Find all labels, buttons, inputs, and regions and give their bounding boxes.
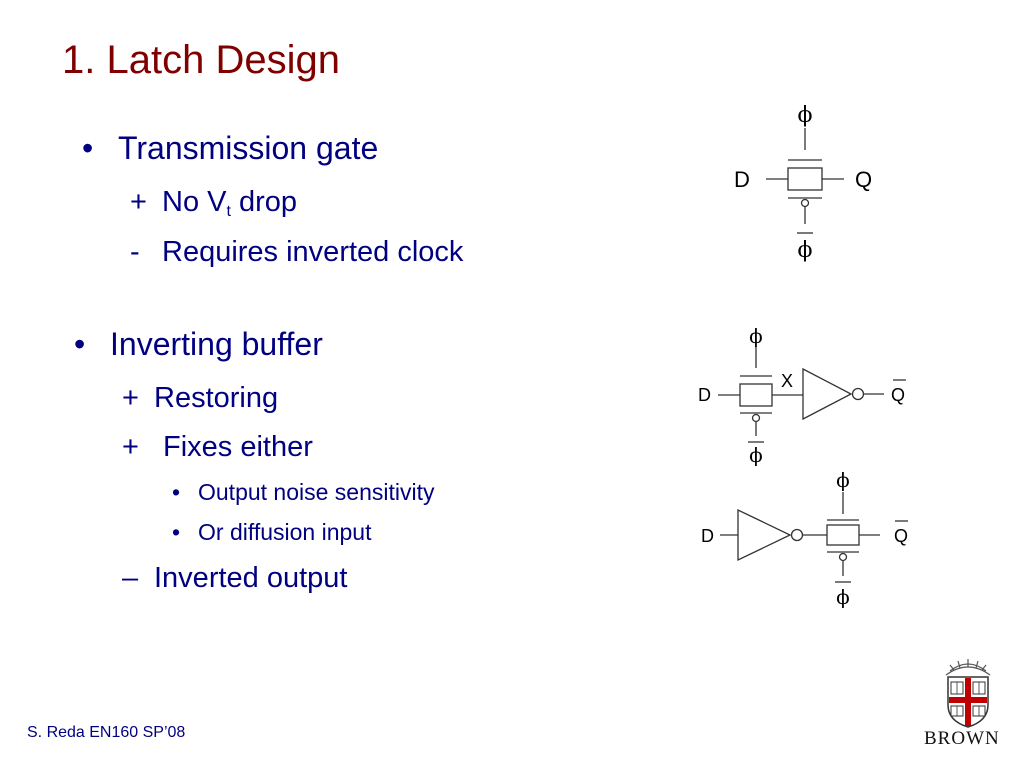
subbullet-marker: + (122, 382, 139, 414)
inverter-symbol (802, 367, 853, 421)
subsubbullet-marker: • (172, 479, 181, 505)
clock-bar-label: ϕ (749, 443, 763, 467)
clock-label: ϕ (749, 324, 763, 348)
brown-logo-wordmark: BROWN (924, 728, 1000, 749)
inverter-tg-latch-diagram (720, 492, 908, 583)
input-label-d: D (701, 526, 714, 546)
subbullet-text: No V (162, 186, 227, 218)
subsubbullet-output-noise: • Output noise sensitivity (172, 479, 435, 506)
subbullet-marker: – (122, 562, 139, 594)
node-label-x: X (781, 371, 793, 391)
output-label-q: Q (855, 167, 872, 192)
inverter-symbol (737, 508, 792, 562)
subbullet-text-tail: drop (230, 186, 298, 218)
bullet-text: Inverting buffer (110, 326, 323, 362)
brown-university-shield-icon (945, 659, 991, 728)
bullet-inverting-buffer: • Inverting buffer (74, 326, 323, 363)
subbullet-text: Restoring (154, 382, 279, 414)
subbullet-restoring: + Restoring (122, 382, 278, 415)
slide-title: 1. Latch Design (62, 38, 340, 82)
subbullet-marker: - (130, 236, 140, 268)
clock-label: ϕ (836, 468, 850, 492)
subsubbullet-diffusion-input: • Or diffusion input (172, 519, 371, 546)
subsubbullet-marker: • (172, 519, 181, 545)
clock-label: ϕ (798, 103, 813, 128)
bullet-transmission-gate: • Transmission gate (82, 130, 379, 167)
input-label-d: D (698, 385, 711, 405)
subbullet-no-vt-drop: + No Vt drop (130, 186, 297, 221)
subbullet-marker: + (130, 186, 147, 218)
output-label-q-bar: Q (891, 385, 905, 405)
input-label-d: D (734, 167, 750, 192)
subsubbullet-text: Output noise sensitivity (198, 479, 435, 505)
clock-bar-label: ϕ (798, 238, 813, 263)
transmission-gate-diagram (766, 128, 844, 234)
footer-text: S. Reda EN160 SP’08 (27, 724, 186, 741)
subbullet-requires-inverted-clock: -Requires inverted clock (130, 236, 463, 269)
subbullet-text: Requires inverted clock (162, 236, 464, 268)
subbullet-text: Fixes either (163, 431, 313, 463)
subbullet-marker: + (122, 431, 139, 463)
bullet-marker: • (74, 326, 86, 362)
subbullet-inverted-output: –Inverted output (122, 562, 347, 595)
tg-inverter-latch-diagram (718, 347, 906, 443)
bullet-marker: • (82, 130, 94, 166)
subbullet-fixes-either: + Fixes either (122, 431, 313, 464)
subbullet-text: Inverted output (154, 562, 348, 594)
bullet-text: Transmission gate (118, 130, 379, 166)
clock-bar-label: ϕ (836, 585, 850, 609)
output-label-q-bar: Q (894, 526, 908, 546)
subscript: t (226, 203, 231, 220)
subsubbullet-text: Or diffusion input (198, 519, 372, 545)
